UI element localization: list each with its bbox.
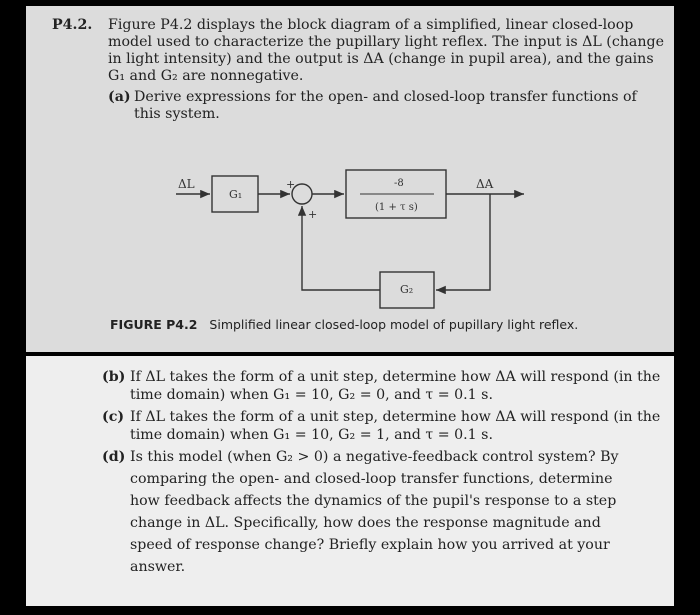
tf-denominator: (1 + τ s) (375, 202, 418, 213)
part-c-label: (c) (102, 409, 125, 425)
part-d-label: (d) (102, 449, 126, 465)
figure-caption-label: FIGURE P4.2 (110, 317, 198, 332)
part-d-line: how feedback affects the dynamics of the… (130, 493, 617, 509)
intro-line: in light intensity) and the output is ΔA… (108, 51, 654, 67)
intro-line: Figure P4.2 displays the block diagram o… (108, 17, 634, 33)
part-d-line: comparing the open- and closed-loop tran… (130, 471, 613, 487)
summing-junction (291, 183, 313, 205)
intro-line: model used to characterize the pupillary… (108, 34, 665, 50)
part-a-label: (a) (108, 89, 131, 105)
g1-label: G₁ (229, 188, 242, 201)
input-label: ΔL (178, 177, 195, 191)
problem-top-panel: P4.2. Figure P4.2 displays the block dia… (26, 6, 674, 352)
part-c-line: If ΔL takes the form of a unit step, det… (130, 409, 661, 425)
problem-bottom-panel: (b) If ΔL takes the form of a unit step,… (26, 356, 674, 606)
g2-label: G₂ (400, 283, 413, 296)
tf-numerator: -8 (394, 178, 404, 189)
feedback-path-bottom (297, 206, 380, 291)
part-d-line: answer. (130, 559, 186, 575)
problem-number: P4.2. (52, 17, 93, 33)
part-a-line: this system. (134, 106, 220, 122)
sum-bottom-sign: + (308, 208, 317, 221)
feedback-path-top (436, 194, 491, 295)
part-d-line: speed of response change? Briefly explai… (130, 537, 610, 553)
block-diagram: ΔL G₁ + -8 (1 + τ s) ΔA G₂ + (176, 169, 524, 309)
sum-top-sign: + (286, 178, 295, 191)
part-a-line: Derive expressions for the open- and clo… (134, 89, 637, 105)
part-b-label: (b) (102, 369, 126, 385)
part-c-line: time domain) when G₁ = 10, G₂ = 1, and τ… (130, 427, 493, 443)
part-b-line: If ΔL takes the form of a unit step, det… (130, 369, 661, 385)
part-b-line: time domain) when G₁ = 10, G₂ = 0, and τ… (130, 387, 493, 403)
figure-caption: FIGURE P4.2 Simplified linear closed-loo… (110, 316, 578, 334)
figure-caption-text: Simplified linear closed-loop model of p… (209, 317, 579, 332)
part-d-line: Is this model (when G₂ > 0) a negative-f… (130, 449, 619, 465)
output-label: ΔA (476, 177, 494, 191)
intro-line: G₁ and G₂ are nonnegative. (108, 68, 304, 84)
part-d-line: change in ΔL. Specifically, how does the… (130, 515, 601, 531)
